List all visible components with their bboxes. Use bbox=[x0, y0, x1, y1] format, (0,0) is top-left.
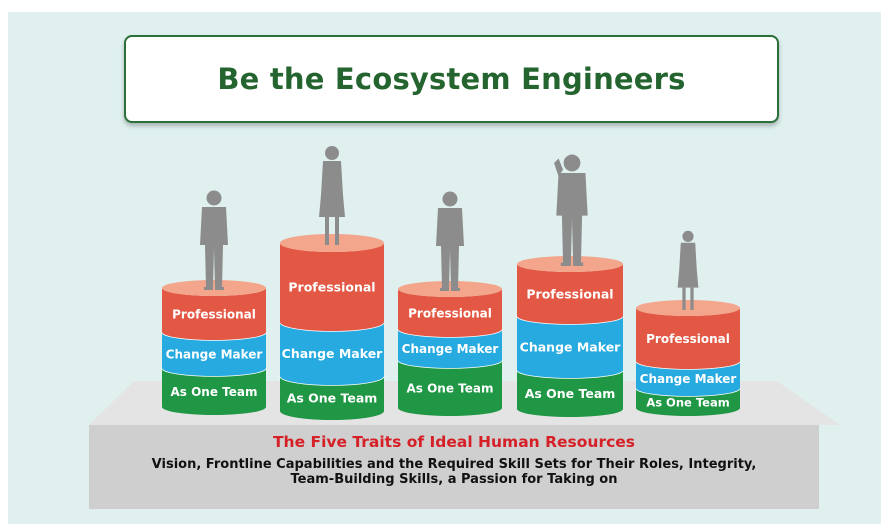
professional-band bbox=[636, 308, 740, 369]
change-maker-band bbox=[280, 322, 384, 385]
as-one-team-label: As One Team bbox=[646, 395, 729, 409]
businessman-icon bbox=[554, 154, 588, 266]
as-one-team-band bbox=[162, 368, 266, 415]
pillar-top bbox=[398, 281, 502, 297]
businesswoman-icon bbox=[677, 230, 699, 310]
traits-description: Vision, Frontline Capabilities and the R… bbox=[151, 457, 757, 487]
professional-label: Professional bbox=[646, 332, 730, 346]
platform-caption: The Five Traits of Ideal Human Resources… bbox=[89, 425, 819, 509]
professional-band bbox=[398, 289, 502, 337]
platform-front bbox=[89, 425, 819, 509]
businesswoman-icon bbox=[319, 146, 345, 245]
pillar-top bbox=[636, 300, 740, 316]
change-maker-label: Change Maker bbox=[402, 342, 499, 356]
traits-heading: The Five Traits of Ideal Human Resources bbox=[272, 433, 636, 451]
pillar-top bbox=[280, 234, 384, 252]
pillar-top bbox=[162, 280, 266, 296]
change-maker-label: Change Maker bbox=[520, 339, 622, 354]
change-maker-band bbox=[398, 329, 502, 368]
title-banner: Be the Ecosystem Engineers bbox=[124, 35, 779, 123]
businessman-icon bbox=[200, 190, 228, 290]
professional-band bbox=[162, 288, 266, 340]
professional-band bbox=[517, 264, 623, 324]
change-maker-label: Change Maker bbox=[282, 346, 384, 361]
diagram-title: Be the Ecosystem Engineers bbox=[217, 62, 686, 96]
as-one-team-band bbox=[517, 370, 623, 417]
as-one-team-label: As One Team bbox=[171, 385, 258, 399]
change-maker-band bbox=[162, 332, 266, 376]
change-maker-band bbox=[636, 361, 740, 396]
professional-label: Professional bbox=[526, 286, 613, 301]
change-maker-label: Change Maker bbox=[640, 372, 737, 386]
change-maker-label: Change Maker bbox=[166, 347, 263, 361]
professional-label: Professional bbox=[172, 307, 256, 321]
professional-band bbox=[280, 243, 384, 331]
as-one-team-label: As One Team bbox=[287, 390, 378, 405]
as-one-team-label: As One Team bbox=[525, 386, 616, 401]
as-one-team-band bbox=[398, 360, 502, 416]
as-one-team-band bbox=[280, 376, 384, 420]
professional-label: Professional bbox=[288, 279, 375, 294]
businessman-icon bbox=[436, 191, 464, 291]
as-one-team-label: As One Team bbox=[407, 381, 494, 395]
change-maker-band bbox=[517, 316, 623, 378]
professional-label: Professional bbox=[408, 306, 492, 320]
